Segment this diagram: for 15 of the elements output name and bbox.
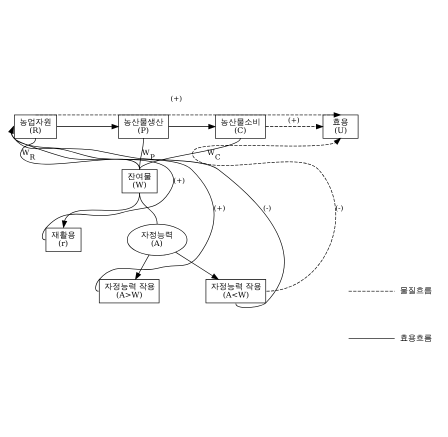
arrow xyxy=(135,254,150,280)
connector xyxy=(139,138,144,170)
arrow xyxy=(8,125,214,292)
arrow xyxy=(8,125,284,308)
connector xyxy=(139,138,241,170)
arrow xyxy=(8,125,174,240)
connector xyxy=(139,192,158,224)
arrow xyxy=(175,251,220,280)
connector xyxy=(20,138,140,170)
arrow xyxy=(62,192,140,228)
arrow xyxy=(35,112,342,118)
arrow xyxy=(192,137,342,292)
arrow xyxy=(168,123,216,129)
arrow xyxy=(265,123,324,129)
arrow xyxy=(56,123,120,129)
